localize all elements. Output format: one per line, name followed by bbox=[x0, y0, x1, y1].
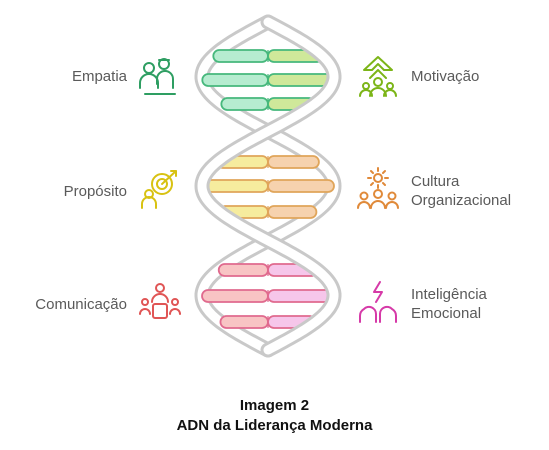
caption-title: Imagem 2 bbox=[239, 397, 310, 414]
helix-rung-9 bbox=[219, 315, 317, 329]
rung-right-half bbox=[267, 205, 318, 219]
rung-left-half bbox=[219, 315, 269, 329]
label-motivacao: Motivação bbox=[411, 68, 480, 85]
target-icon bbox=[138, 166, 182, 210]
label-emocional: Emocional bbox=[411, 305, 482, 322]
helix-rung-5 bbox=[201, 179, 335, 193]
label-proposito: Propósito bbox=[63, 183, 127, 200]
growth-icon bbox=[356, 54, 400, 98]
rung-left-half bbox=[220, 97, 269, 111]
label-comunicacao: Comunicação bbox=[35, 296, 127, 313]
helix-rung-8 bbox=[201, 289, 335, 303]
brain-spark-icon bbox=[356, 280, 400, 324]
label-cultura: Cultura bbox=[411, 173, 460, 190]
rung-left-half bbox=[212, 49, 269, 63]
rung-left-half bbox=[201, 289, 269, 303]
rung-left-half bbox=[201, 73, 269, 87]
helix-rung-4 bbox=[216, 155, 320, 169]
rung-right-half bbox=[267, 73, 335, 87]
rung-right-half bbox=[267, 155, 320, 169]
rung-right-half bbox=[267, 289, 335, 303]
rung-left-half bbox=[217, 263, 269, 277]
caption-subtitle: ADN da Liderança Moderna bbox=[176, 417, 373, 434]
rung-right-half bbox=[267, 179, 335, 193]
helix-strand-front-inner bbox=[197, 17, 339, 355]
label-empatia: Empatia bbox=[71, 68, 127, 85]
label-organizacional: Organizacional bbox=[411, 192, 512, 209]
gear-team-icon bbox=[356, 166, 400, 210]
label-inteligencia: Inteligência bbox=[411, 286, 487, 303]
helix-rung-2 bbox=[201, 73, 335, 87]
people-icon bbox=[135, 54, 179, 98]
rung-left-half bbox=[201, 179, 269, 193]
speaker-icon bbox=[138, 280, 182, 324]
